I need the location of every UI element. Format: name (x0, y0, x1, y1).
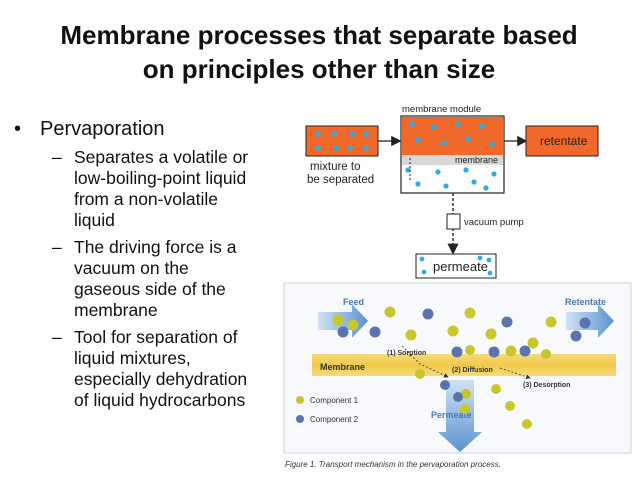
dash: – (52, 147, 62, 167)
legend-swatch-component2 (296, 415, 304, 423)
feed-label: Feed (343, 297, 364, 307)
feed-box (305, 125, 379, 157)
feed-dots (315, 131, 369, 151)
step-sorption: (1) Sorption (387, 350, 426, 357)
subbullet-line: of liquid hydrocarbons (74, 390, 246, 410)
membrane-module-diagram: membrane module mixture to be separated … (305, 104, 599, 279)
membrane-layer (402, 155, 503, 165)
subbullet-line: liquid (74, 210, 115, 230)
permeate-arrow-shape (438, 380, 482, 452)
subbullet-1: – Separates a volatile or low-boiling-po… (52, 147, 284, 231)
module-dots-top (409, 121, 495, 147)
dash: – (52, 237, 62, 257)
module-feed-side (402, 117, 503, 155)
subbullet-line: low-boiling-point liquid (74, 168, 247, 188)
subbullet-line: vacuum on the (74, 258, 189, 278)
title-line-2: on principles other than size (142, 54, 496, 84)
permeate-box (415, 253, 497, 279)
subbullet-line: from a non-volatile (74, 189, 218, 209)
component2-molecules (337, 308, 591, 402)
membrane-label: membrane (455, 155, 498, 165)
subbullet-line: especially dehydration (74, 369, 248, 389)
membrane-label-fig: Membrane (320, 362, 365, 372)
legend-component1: Component 1 (310, 396, 359, 405)
legend-component2: Component 2 (310, 415, 359, 424)
retentate-box (525, 125, 599, 157)
vacuum-pump-icon (446, 213, 461, 230)
feed-label-1: mixture to (310, 161, 361, 173)
bullet-pervaporation: • Pervaporation (14, 117, 284, 141)
component1-molecules (332, 306, 557, 429)
legend-swatch-component1 (296, 396, 304, 404)
pump-label: vacuum pump (464, 217, 524, 228)
subbullet-2: – The driving force is a vacuum on the g… (52, 237, 284, 321)
retentate-label: retentate (540, 134, 588, 148)
bullet-text: Pervaporation (40, 118, 165, 140)
subbullet-line: Separates a volatile or (74, 147, 249, 167)
subbullet-3: – Tool for separation of liquid mixtures… (52, 327, 284, 411)
feed-label-2: be separated (307, 174, 374, 186)
dash: – (52, 327, 62, 347)
bullet-dot: • (14, 118, 22, 140)
membrane-band (312, 354, 616, 376)
permeate-dots (419, 255, 493, 276)
subbullet-line: The driving force is a (74, 237, 237, 257)
diffusion-path (499, 367, 531, 380)
permeate-label-fig: Permeate (431, 410, 472, 420)
subbullet-line: gaseous side of the (74, 279, 226, 299)
pervaporation-mechanism-figure: Feed Retentate Membrane Permeate (1) Sor… (283, 282, 632, 469)
step-desorption: (3) Desorption (523, 382, 570, 389)
module-dots-bottom (405, 167, 497, 191)
step-diffusion: (2) Diffusion (452, 367, 493, 374)
subbullet-line: membrane (74, 300, 158, 320)
subbullet-line: Tool for separation of (74, 327, 238, 347)
bullet-list: • Pervaporation – Separates a volatile o… (14, 117, 284, 411)
retentate-label-fig: Retentate (565, 297, 606, 307)
subbullet-line: liquid mixtures, (74, 348, 191, 368)
slide-title: Membrane processes that separate based o… (0, 18, 638, 86)
module-label: membrane module (402, 104, 481, 115)
permeate-label: permeate (433, 259, 488, 274)
figure-caption: Figure 1. Transport mechanism in the per… (285, 460, 501, 469)
title-line-1: Membrane processes that separate based (60, 20, 578, 50)
sorption-path (401, 345, 449, 378)
